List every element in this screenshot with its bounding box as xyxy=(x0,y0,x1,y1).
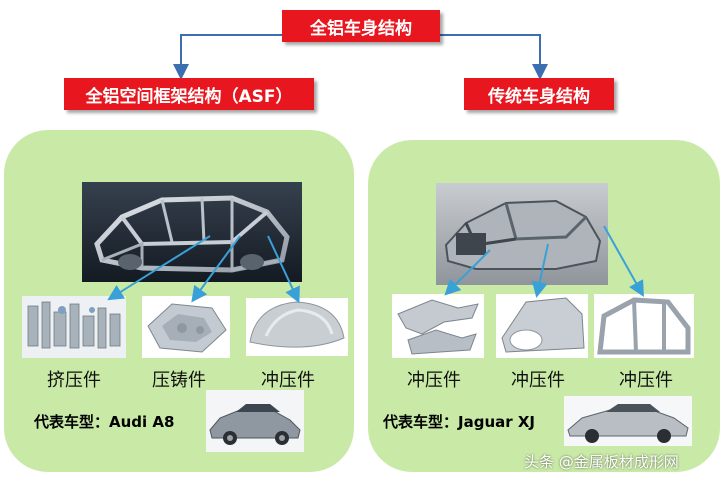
jaguar-xj-image xyxy=(564,396,692,446)
traditional-body-image xyxy=(436,183,608,285)
connector-root-to-asf xyxy=(173,34,282,80)
traditional-part-label-1: 冲压件 xyxy=(407,370,461,391)
connector-root-to-traditional xyxy=(440,34,548,80)
asf-title-box: 全铝空间框架结构（ASF） xyxy=(64,78,314,110)
traditional-model-label: 代表车型：Jaguar XJ xyxy=(383,413,536,431)
traditional-part-label-3: 冲压件 xyxy=(619,370,673,391)
asf-model-label: 代表车型：Audi A8 xyxy=(34,413,175,431)
root-title: 全铝车身结构 xyxy=(310,18,412,39)
asf-part-label-2: 压铸件 xyxy=(152,370,206,391)
asf-frame-image xyxy=(82,182,302,282)
traditional-title-box: 传统车身结构 xyxy=(464,78,614,110)
stamped-part-image-3 xyxy=(594,294,694,358)
traditional-part-label-2: 冲压件 xyxy=(511,370,565,391)
extrusion-parts-image xyxy=(22,296,126,358)
asf-part-label-1: 挤压件 xyxy=(47,370,101,391)
stamped-part-image-1 xyxy=(392,294,484,358)
traditional-title: 传统车身结构 xyxy=(488,86,590,107)
stamped-hood-image xyxy=(246,298,348,356)
asf-title: 全铝空间框架结构（ASF） xyxy=(85,86,293,107)
asf-part-label-3: 冲压件 xyxy=(261,370,315,391)
audi-a8-image xyxy=(206,390,304,452)
die-cast-part-image xyxy=(142,296,230,358)
stamped-part-image-2 xyxy=(496,294,588,358)
watermark: 头条 @金属板材成形网 xyxy=(524,453,679,471)
root-title-box: 全铝车身结构 xyxy=(282,10,440,42)
